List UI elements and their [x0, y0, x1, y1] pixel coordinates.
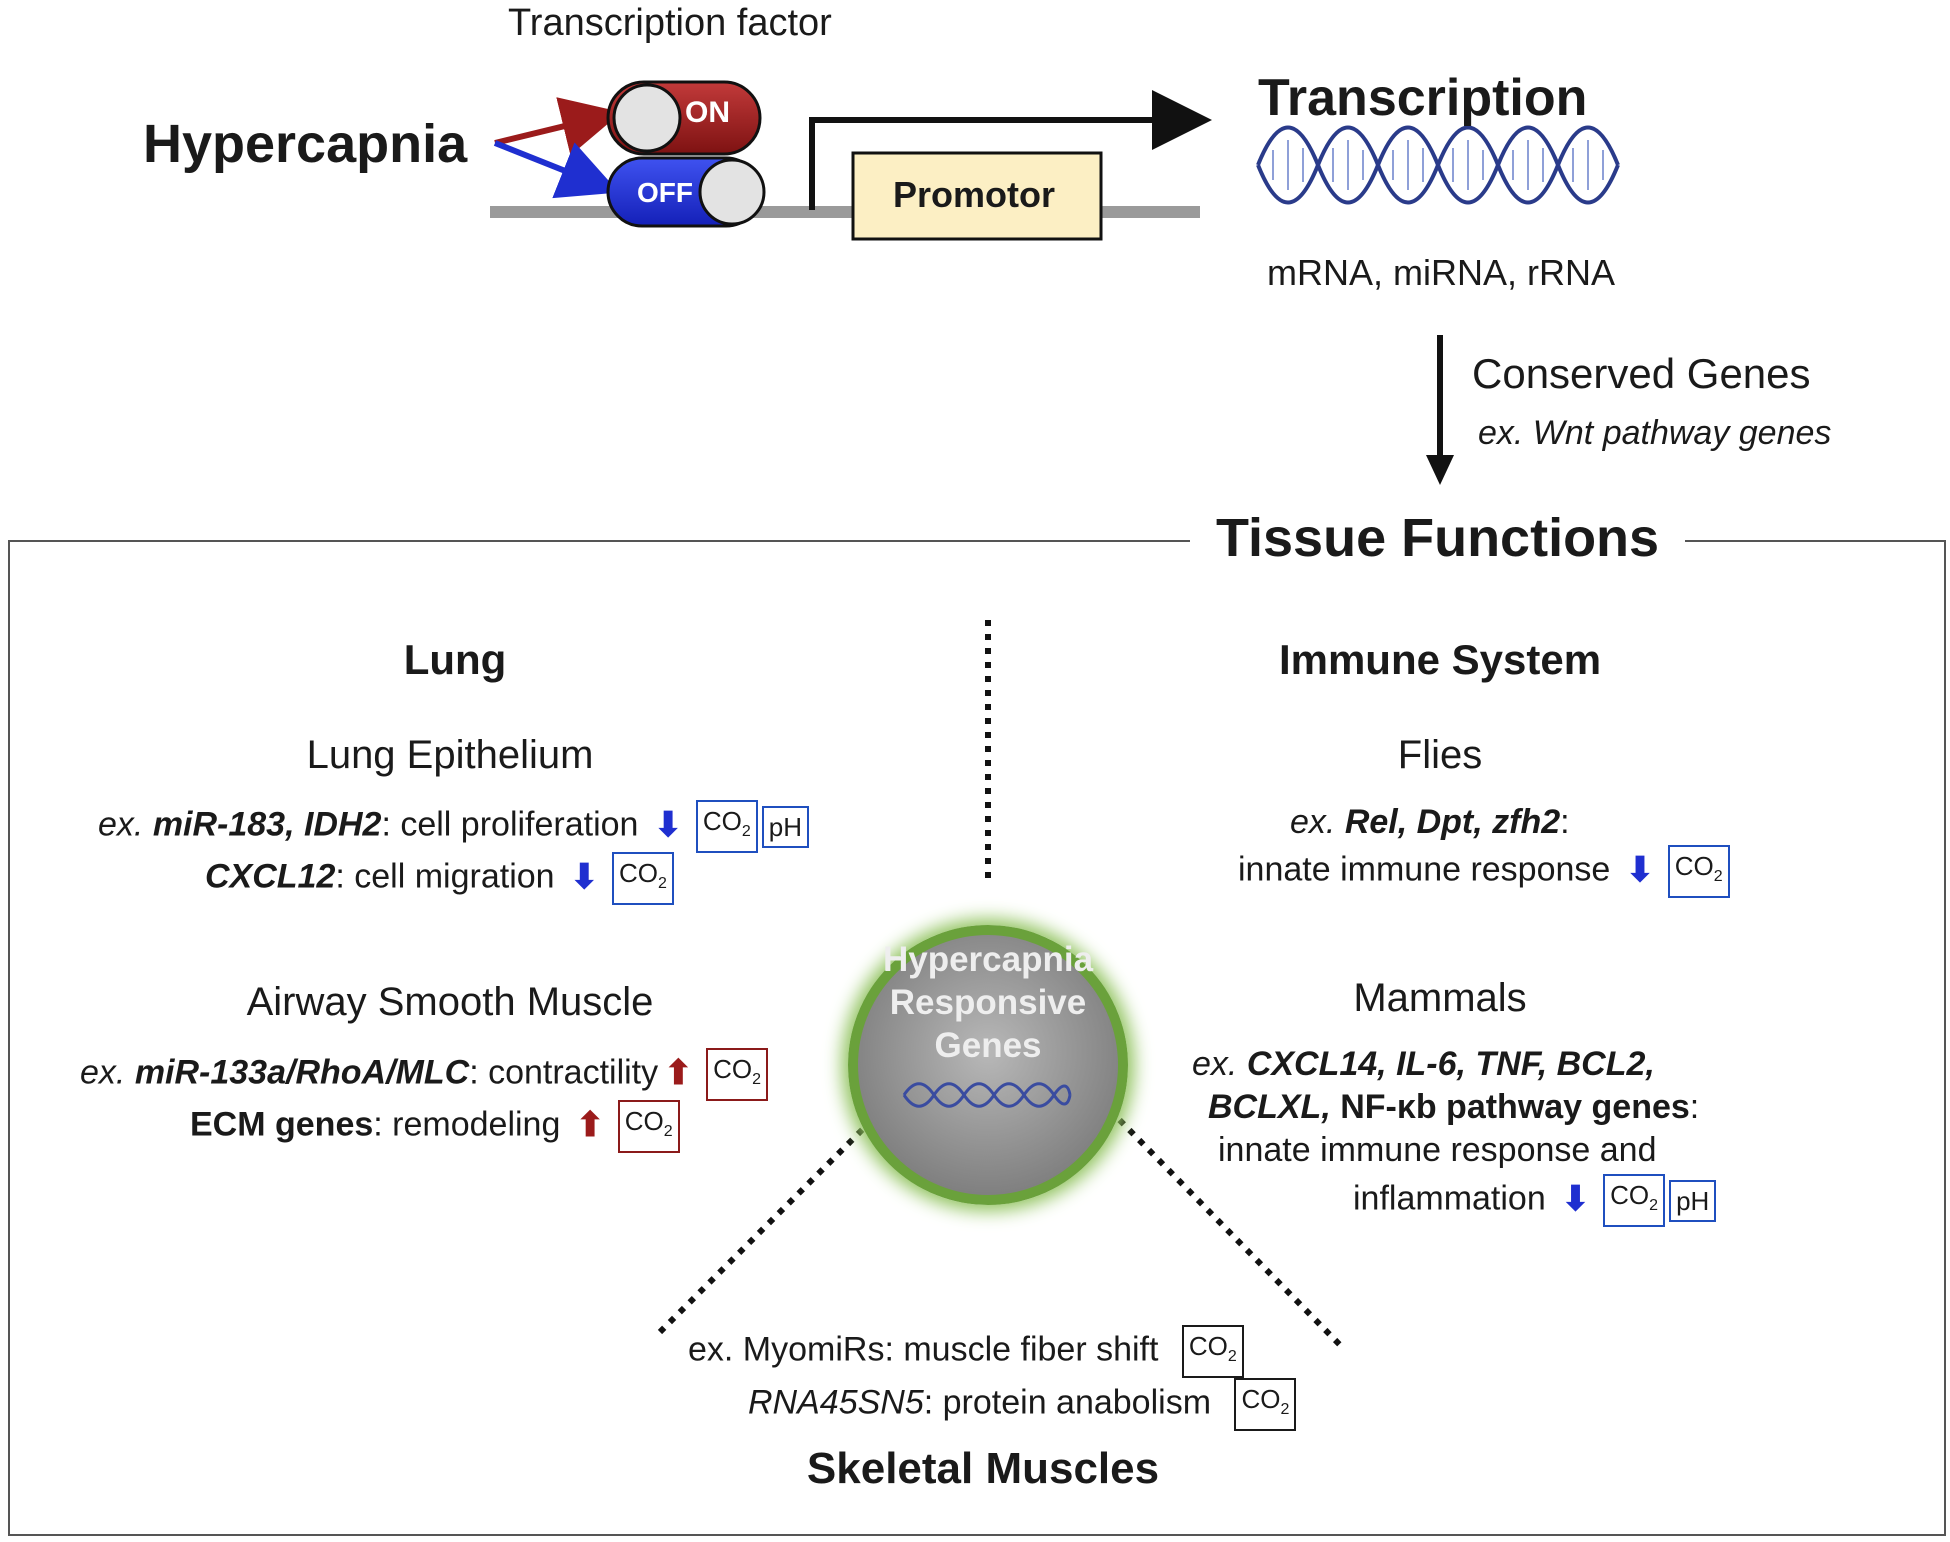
- mammals-colon: :: [1689, 1088, 1700, 1126]
- ph-badge: pH: [761, 805, 810, 848]
- circle-text-2: Responsive: [889, 983, 1087, 1022]
- dna-helix-icon: [1256, 125, 1620, 205]
- skeletal-text1: : muscle fiber shift: [884, 1330, 1159, 1369]
- co2-badge: CO2: [1234, 1378, 1297, 1432]
- co2-badge: CO2: [611, 852, 674, 906]
- mammals-genes1: CXCL14, IL-6, TNF, BCL2,: [1246, 1045, 1655, 1083]
- asm-ex: ex.: [80, 1053, 126, 1092]
- hypercapnia-label: Hypercapnia: [143, 114, 468, 174]
- arrow-to-on: [494, 97, 622, 156]
- mammals-ex: ex.: [1192, 1045, 1238, 1083]
- lung-ep-row2: CXCL12: cell migration ⬇ CO2: [205, 852, 674, 906]
- transcription-title: Transcription: [1258, 69, 1588, 127]
- arrow-up-icon: ⬆: [664, 1053, 693, 1092]
- conserved-genes-label: Conserved Genes: [1472, 350, 1811, 397]
- mammals-genes2: BCLXL,: [1208, 1088, 1331, 1126]
- skeletal-ex: ex. MyomiRs: [688, 1330, 885, 1369]
- co2-badge: CO2: [706, 1048, 768, 1102]
- co2-badge: CO2: [1667, 845, 1730, 899]
- skeletal-row1: ex. MyomiRs: muscle fiber shift CO2: [688, 1325, 1244, 1379]
- co2-badge: CO2: [695, 800, 758, 854]
- co2-badge: CO2: [1603, 1174, 1666, 1228]
- lung-ep-text1: : cell proliferation: [381, 805, 639, 844]
- asm-genes1: miR-133a/RhoA/MLC: [134, 1053, 470, 1092]
- lung-ep-row1: ex. miR-183, IDH2: cell proliferation ⬇ …: [98, 800, 810, 854]
- off-switch-knob: [698, 158, 766, 226]
- co2-badge: CO2: [1181, 1325, 1244, 1379]
- asm-text2: : remodeling: [373, 1105, 561, 1144]
- airway-smooth-muscle-title: Airway Smooth Muscle: [246, 980, 654, 1024]
- circle-text-1: Hypercapnia: [882, 940, 1094, 979]
- arrow-down-icon: ⬇: [1561, 1179, 1590, 1218]
- mammals-text2: inflammation: [1353, 1179, 1546, 1218]
- asm-row2: ECM genes: remodeling ⬆ CO2: [190, 1100, 680, 1154]
- lung-title: Lung: [403, 636, 507, 683]
- transcription-factor-label: Transcription factor: [508, 2, 832, 44]
- lung-ep-ex: ex.: [98, 805, 144, 844]
- rna-types: mRNA, miRNA, rRNA: [1267, 252, 1615, 293]
- mammals-row2: BCLXL, NF-κb pathway genes:: [1208, 1085, 1699, 1129]
- skeletal-row2: RNA45SN5: protein anabolism CO2: [748, 1378, 1297, 1432]
- skeletal-text2: : protein anabolism: [923, 1383, 1212, 1422]
- transcription-arrow: [809, 90, 1212, 210]
- flies-row2: innate immune response ⬇ CO2: [1238, 845, 1730, 899]
- on-switch-knob: [612, 83, 682, 153]
- on-label: ON: [685, 96, 730, 129]
- flies-ex: ex.: [1290, 803, 1336, 841]
- tissue-functions-title: Tissue Functions: [1190, 507, 1686, 569]
- lung-epithelium-title: Lung Epithelium: [306, 733, 594, 777]
- skeletal-muscles-title: Skeletal Muscles: [806, 1444, 1160, 1493]
- promotor-label: Promotor: [893, 174, 1055, 215]
- arrow-down-icon: ⬇: [570, 857, 599, 896]
- asm-genes2: ECM genes: [190, 1105, 374, 1144]
- lung-ep-text2: : cell migration: [335, 857, 555, 896]
- flies-text: innate immune response: [1238, 850, 1611, 889]
- hypercapnia-genes-circle: [848, 925, 1128, 1205]
- arrow-down-icon: ⬇: [1625, 850, 1655, 889]
- mammals-row1: ex. CXCL14, IL-6, TNF, BCL2,: [1192, 1042, 1655, 1086]
- ph-badge: pH: [1669, 1179, 1717, 1222]
- asm-text1: : contractility: [469, 1053, 659, 1092]
- co2-badge: CO2: [617, 1100, 680, 1154]
- flies-genes: Rel, Dpt, zfh2: [1344, 803, 1561, 841]
- skeletal-gene: RNA45SN5: [748, 1383, 924, 1422]
- flies-row1: ex. Rel, Dpt, zfh2:: [1290, 800, 1570, 844]
- off-label: OFF: [637, 177, 693, 208]
- switch-diagram: [490, 80, 1620, 241]
- arrow-up-icon: ⬆: [575, 1105, 605, 1144]
- lung-ep-genes1: miR-183, IDH2: [152, 805, 382, 844]
- immune-system-title: Immune System: [1278, 636, 1602, 683]
- tissue-functions-frame: [8, 540, 1946, 1536]
- mammals-row3: innate immune response and: [1218, 1128, 1657, 1172]
- arrow-down-icon: ⬇: [653, 805, 683, 844]
- mammals-text1: innate immune response and: [1218, 1131, 1657, 1169]
- lung-ep-genes2: CXCL12: [205, 857, 336, 896]
- arrow-to-off: [493, 140, 620, 199]
- asm-row1: ex. miR-133a/RhoA/MLC: contractility⬆ CO…: [80, 1048, 768, 1102]
- promotor-box: [851, 151, 1103, 241]
- down-arrow: [1426, 335, 1454, 485]
- flies-title: Flies: [1397, 733, 1483, 777]
- mammals-title: Mammals: [1353, 976, 1527, 1020]
- small-dna-icon: [902, 1082, 1072, 1108]
- mammals-genes3: NF-κb pathway genes: [1340, 1088, 1690, 1126]
- circle-text-3: Genes: [934, 1026, 1042, 1065]
- flies-colon: :: [1560, 803, 1570, 841]
- conserved-genes-example: ex. Wnt pathway genes: [1478, 414, 1832, 452]
